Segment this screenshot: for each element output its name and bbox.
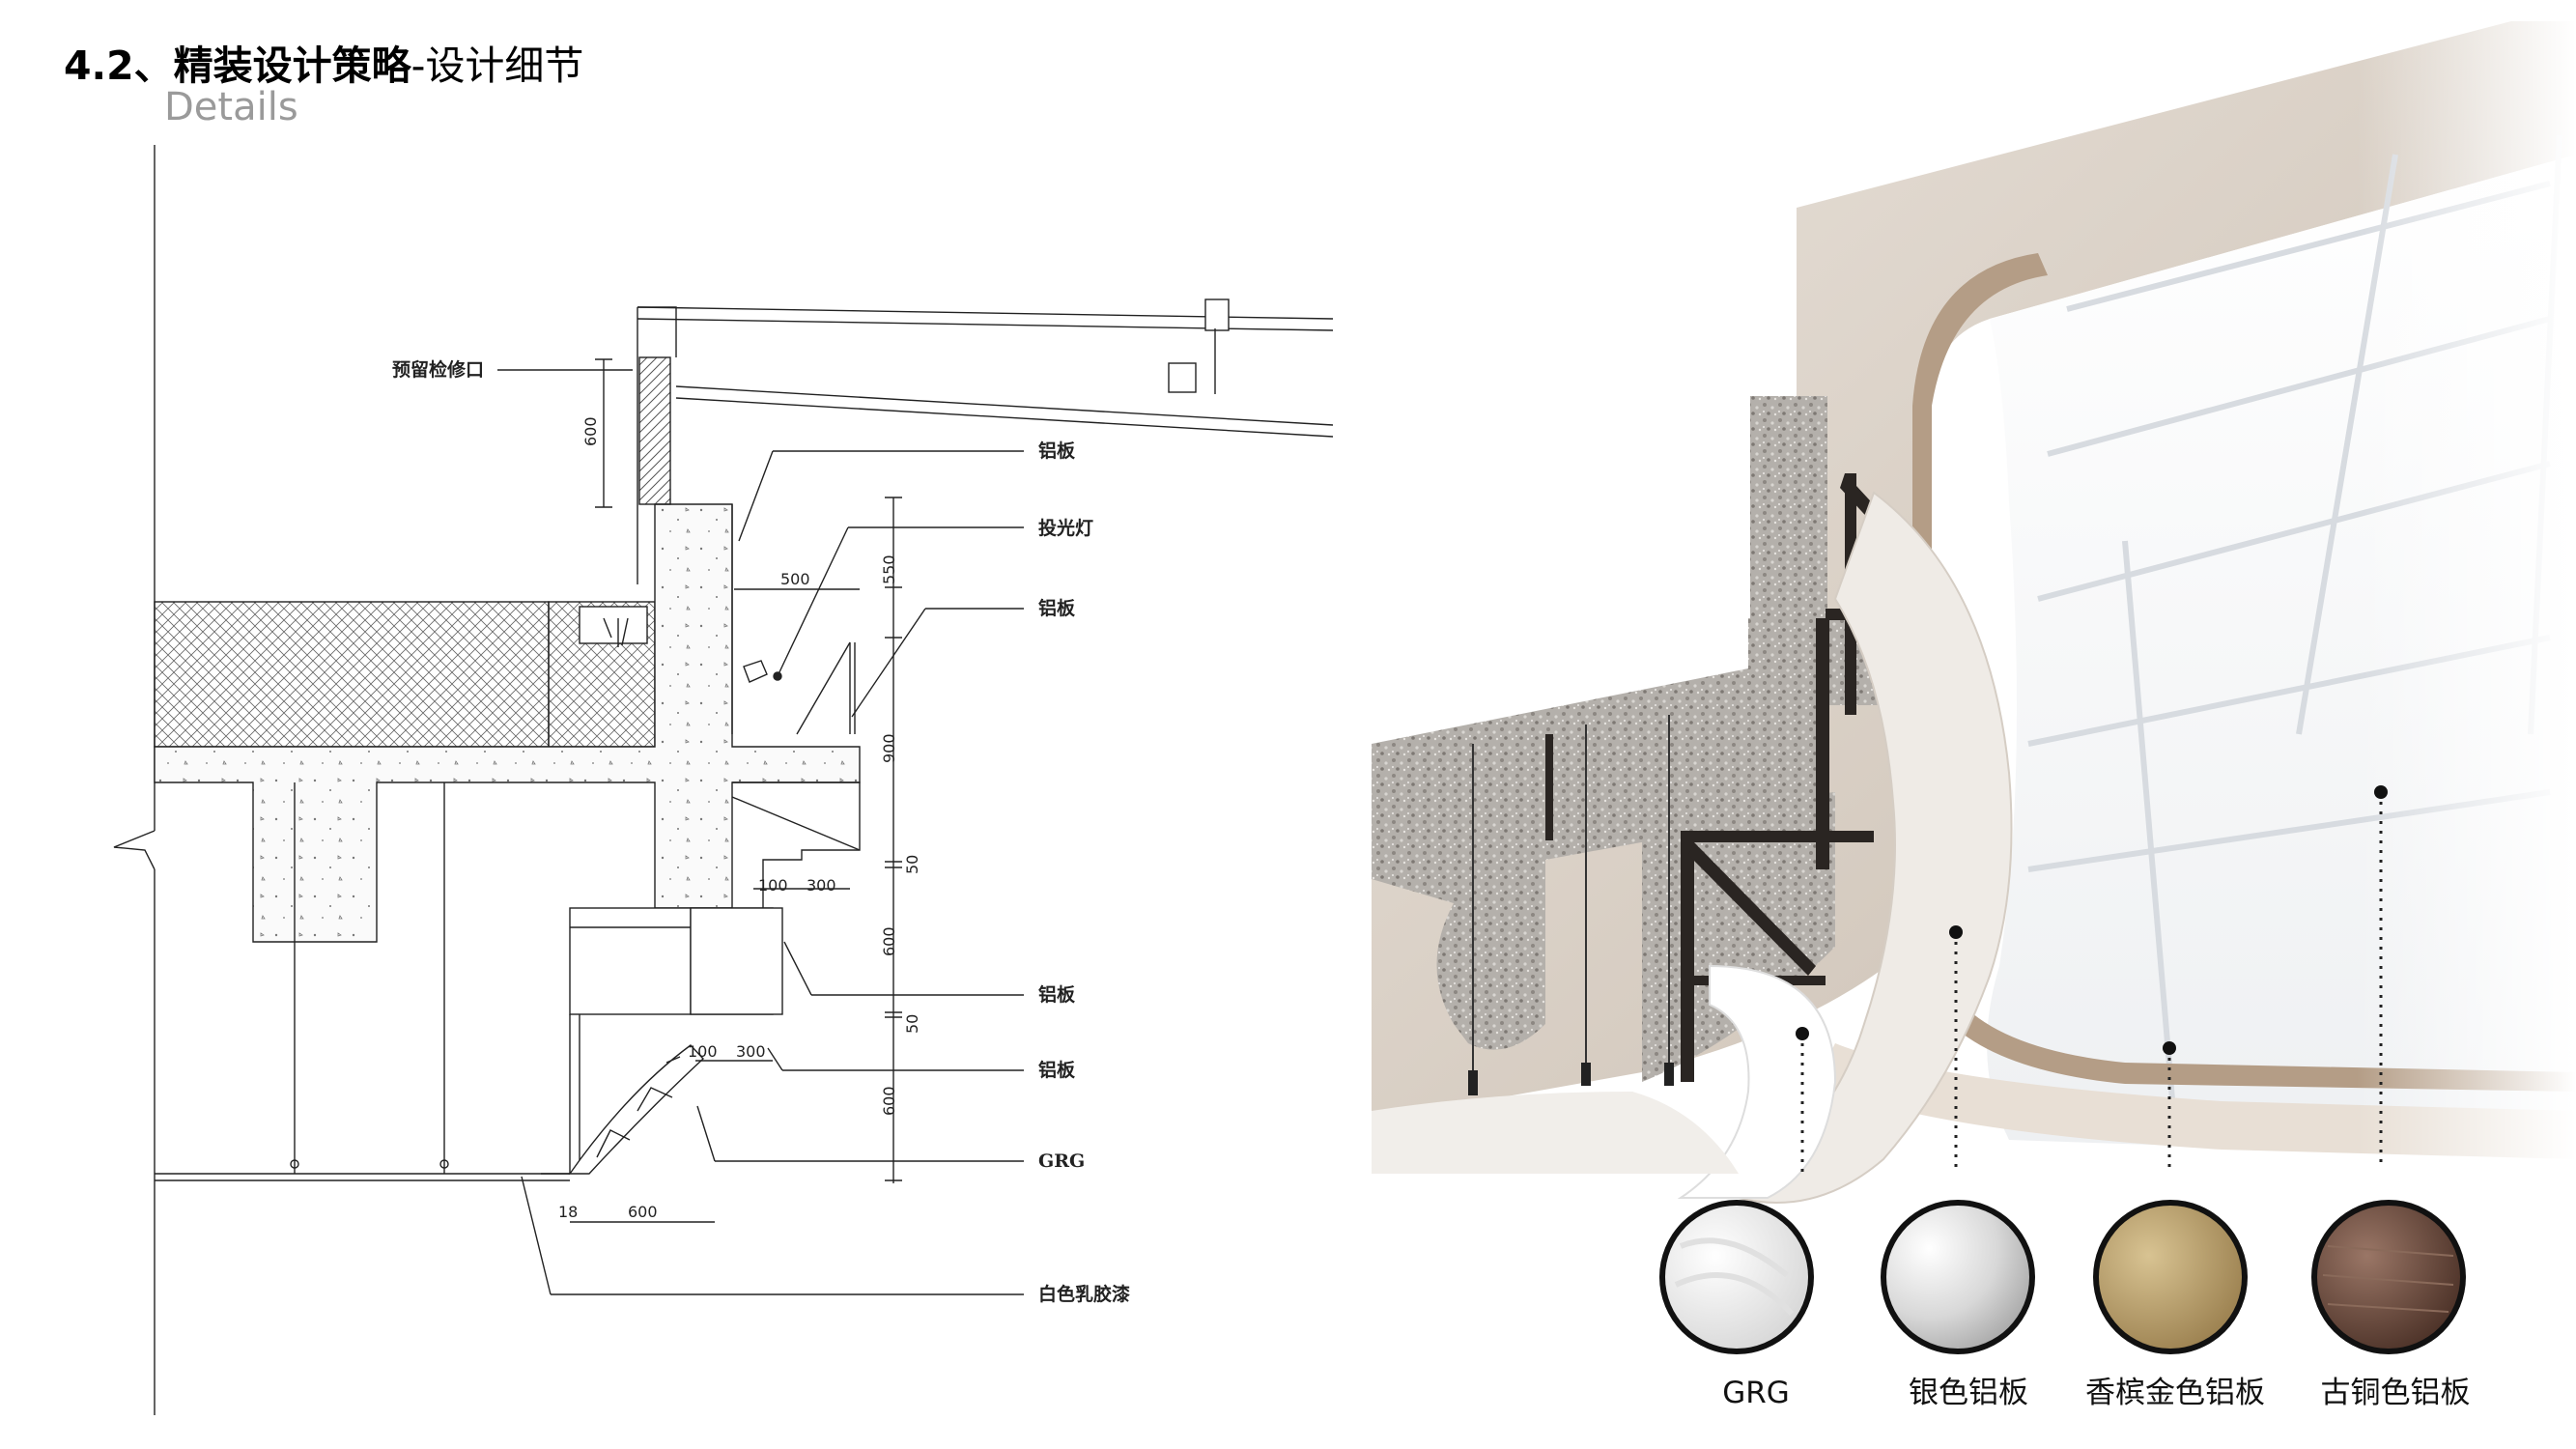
dim-600-mid: 600 xyxy=(880,926,898,956)
swatch-champagne xyxy=(2093,1200,2248,1354)
dim-600-bottom: 600 xyxy=(628,1203,658,1221)
dim-600-top: 600 xyxy=(581,416,600,446)
dim-100-a: 100 xyxy=(758,876,788,895)
dim-300-b: 300 xyxy=(736,1042,766,1061)
swatch-silver xyxy=(1881,1200,2035,1354)
dim-50-a: 50 xyxy=(903,855,921,874)
swatch-label-champagne: 香槟金色铝板 xyxy=(2085,1376,2265,1410)
section-drawing xyxy=(113,145,1334,1415)
pointer-dot-champagne xyxy=(2163,1041,2176,1055)
pointer-dot-bronze xyxy=(2374,785,2388,799)
dim-300-a: 300 xyxy=(807,876,836,895)
swatch-bronze xyxy=(2311,1200,2466,1354)
swatch-leaders xyxy=(1800,792,2383,1179)
label-aluminum-panel-2: 铝板 xyxy=(1038,597,1076,619)
title-main: 4.2、精装设计策略 xyxy=(64,43,411,89)
dim-50-b: 50 xyxy=(903,1014,921,1034)
label-grg: GRG xyxy=(1038,1151,1085,1172)
swatch-label-grg: GRG xyxy=(1722,1376,1790,1410)
pointer-dot-silver xyxy=(1949,925,1963,939)
dim-500: 500 xyxy=(780,570,810,588)
render-illustration xyxy=(1372,0,2576,1204)
label-access-opening: 预留检修口 xyxy=(392,358,484,381)
dim-600-low: 600 xyxy=(880,1086,898,1116)
dim-550: 550 xyxy=(880,554,898,584)
dim-100-b: 100 xyxy=(688,1042,718,1061)
pointer-dot-grg xyxy=(1796,1027,1809,1040)
page-subtitle: Details xyxy=(164,85,298,129)
label-aluminum-panel-3: 铝板 xyxy=(1038,983,1076,1006)
label-spotlight: 投光灯 xyxy=(1038,517,1093,539)
swatch-label-bronze: 古铜色铝板 xyxy=(2321,1376,2471,1410)
title-separator: - xyxy=(410,43,426,89)
label-aluminum-panel-1: 铝板 xyxy=(1038,440,1076,462)
page-title: 4.2、精装设计策略-设计细节 xyxy=(64,41,583,91)
dim-900: 900 xyxy=(880,733,898,763)
title-sub: 设计细节 xyxy=(425,43,584,89)
swatch-grg xyxy=(1659,1200,1814,1354)
swatch-label-silver: 银色铝板 xyxy=(1909,1376,2028,1410)
label-aluminum-panel-4: 铝板 xyxy=(1038,1059,1076,1081)
material-swatches xyxy=(1659,1200,2466,1354)
dim-18: 18 xyxy=(558,1203,578,1221)
label-white-latex-paint: 白色乳胶漆 xyxy=(1038,1283,1130,1305)
